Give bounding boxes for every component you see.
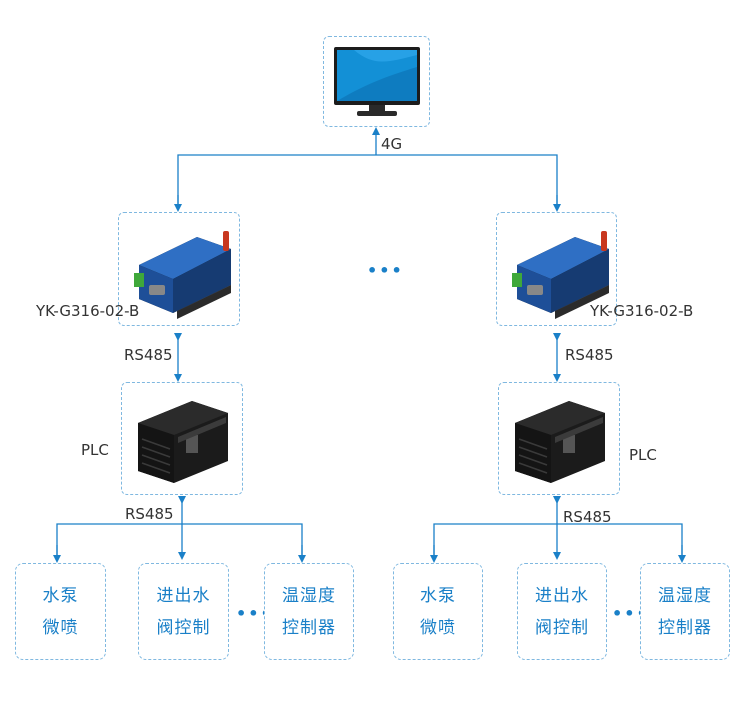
- plc-bus-right: [433, 523, 683, 556]
- rs485-label-right-upper: RS485: [565, 346, 614, 364]
- device-label-line: 温湿度: [658, 585, 712, 606]
- device-climate-right: 温湿度 控制器: [640, 563, 730, 660]
- device-valve-left: 进出水 阀控制: [138, 563, 229, 660]
- device-label-line: 微喷: [420, 617, 456, 638]
- gateway-box-left: [118, 212, 240, 326]
- device-label-line: 进出水: [156, 585, 211, 606]
- 4g-link-label: 4G: [381, 135, 403, 153]
- plc-icon: [515, 401, 605, 483]
- dtu-gateway-icon: [512, 231, 609, 319]
- device-label-line: 控制器: [658, 617, 712, 638]
- device-pump-left: 水泵 微喷: [15, 563, 106, 660]
- ellipsis-devices-left: •••: [236, 604, 273, 623]
- 4g-link-line: [177, 154, 558, 205]
- plc-icon: [138, 401, 228, 483]
- device-pump-right: 水泵 微喷: [393, 563, 483, 660]
- rs485-label-left-upper: RS485: [124, 346, 173, 364]
- monitor-box: [323, 36, 430, 127]
- device-label-line: 水泵: [42, 585, 79, 606]
- gateway-label-left: YK-G316-02-B: [36, 302, 140, 320]
- ellipsis-devices-right: •••: [612, 604, 649, 623]
- device-label-line: 控制器: [282, 617, 336, 638]
- device-label-line: 微喷: [42, 617, 79, 638]
- device-valve-right: 进出水 阀控制: [517, 563, 607, 660]
- dtu-gateway-icon: [134, 231, 231, 319]
- plc-box-left: [121, 382, 243, 495]
- plc-label-right: PLC: [629, 446, 657, 464]
- device-label-line: 阀控制: [156, 617, 211, 638]
- device-label-line: 温湿度: [282, 585, 336, 606]
- gateway-label-right: YK-G316-02-B: [590, 302, 694, 320]
- rs485-label-left-lower: RS485: [125, 505, 174, 523]
- plc-bus-left: [56, 523, 303, 556]
- monitor-icon: [334, 47, 420, 116]
- device-label-line: 进出水: [535, 585, 589, 606]
- gateway-box-right: [496, 212, 617, 326]
- device-climate-left: 温湿度 控制器: [264, 563, 354, 660]
- device-label-line: 水泵: [420, 585, 456, 606]
- plc-box-right: [498, 382, 620, 495]
- plc-label-left: PLC: [81, 441, 109, 459]
- device-label-line: 阀控制: [535, 617, 589, 638]
- ellipsis-gateways: •••: [367, 261, 404, 280]
- rs485-label-right-lower: RS485: [563, 508, 612, 526]
